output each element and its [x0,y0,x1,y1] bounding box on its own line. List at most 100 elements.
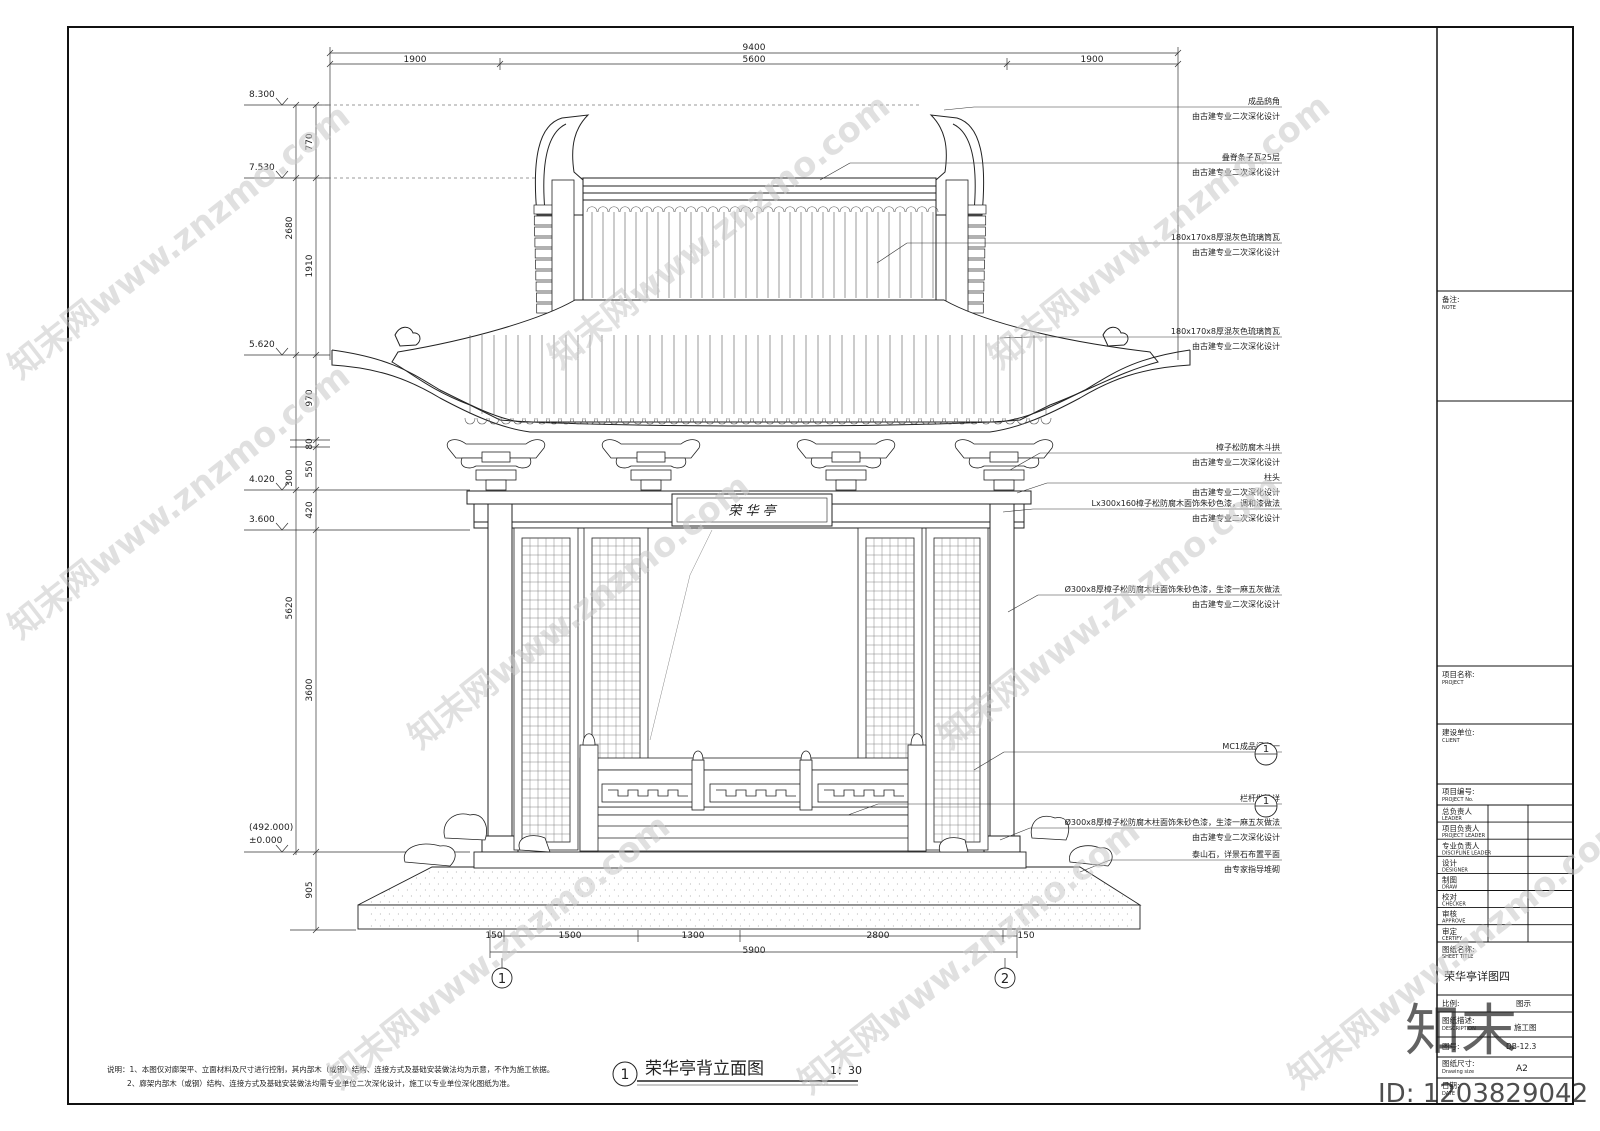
dim-top-mid: 5600 [743,55,766,65]
drawing-title: 荣华亭背立面图 [645,1059,764,1079]
tb-sheet-label: 图纸名称: [1442,944,1475,954]
tb-client-en: CLIENT [1442,738,1461,744]
annotation-subtext: 由古建专业二次深化设计 [1192,599,1280,609]
annotation-subtext: 由古建专业二次深化设计 [1192,247,1280,257]
dim-top-left: 1900 [404,55,427,65]
tb-sheet-title: 荣华亭详图四 [1444,969,1510,983]
annotation-text: Ø300x8厚樟子松防腐木柱面饰朱砂色漆，生漆一麻五灰做法 [1065,584,1280,594]
level-5620: 5.620 [249,340,275,350]
roof [331,114,1191,433]
tb-desc-value: 施工图 [1514,1022,1537,1032]
svg-text:80: 80 [305,438,315,450]
axis-markers: 1 2 [491,967,1016,989]
level-492: (492.000) [249,823,293,833]
dim-b-5900: 5900 [743,946,766,956]
sheet-border [67,26,1574,1105]
tb-role-label: 总负责人 [1442,806,1472,816]
level-7530: 7.530 [249,163,275,173]
tb-number-value: DB-12.3 [1506,1042,1537,1051]
tb-role-en: PROJECT LEADER [1442,833,1486,839]
axis-1: 1 [498,972,506,987]
annotation-subtext: 由古建专业二次深化设计 [1192,487,1280,497]
tb-role-en: APPROVE [1442,919,1465,925]
svg-text:3600: 3600 [305,678,315,701]
tb-role-en: CHECKER [1442,902,1466,908]
tb-role-en: DISCIPLINE LEADER [1442,850,1492,856]
note-2: 2、廊架内部木（或钢）结构、连接方式及基础安装做法均需专业单位二次深化设计，施工… [127,1078,514,1088]
tb-role-en: LEADER [1442,816,1462,822]
annotation-text: 成品鸱角 [1248,96,1280,106]
dim-b-150b: 150 [1017,931,1034,941]
annotation-text: 180x170x8厚混灰色琉璃筒瓦 [1171,232,1280,242]
note-1: 说明：1、本图仅对廊架平、立面材料及尺寸进行控制，其内部木（或钢）结构、连接方式… [107,1064,554,1074]
watermark-logo: 知末 [1405,999,1517,1064]
tb-role-label: 设计 [1442,857,1458,867]
svg-text:770: 770 [305,133,315,150]
annotation-subtext: 由专家指导堆砌 [1224,864,1280,874]
svg-text:300: 300 [285,469,295,486]
bottom-dimensions [489,930,1018,968]
svg-text:905: 905 [305,881,315,898]
dim-b-1500: 1500 [559,931,582,941]
axis-2: 2 [1001,972,1009,987]
annotation-subtext: 由古建专业二次深化设计 [1192,513,1280,523]
dim-b-2800: 2800 [867,931,890,941]
tb-sheet-en: SHEET TITLE [1442,954,1473,960]
plaque-text: 荣 华 亭 [728,504,777,519]
annotation-text: Lx300x160樟子松防腐木面饰朱砂色漆，调和漆做法 [1092,498,1280,508]
annotation-subtext: 由古建专业二次深化设计 [1192,167,1280,177]
annotation-text: 柱头 [1264,472,1280,482]
annotation-text: 樟子松防腐木斗拱 [1216,442,1280,452]
railing [579,733,927,852]
annotation-text: 180x170x8厚混灰色琉璃筒瓦 [1171,326,1280,336]
tb-number-label: 图号: [1442,1042,1460,1051]
tb-project-label: 项目名称: [1442,669,1475,679]
tb-role-label: 审核 [1442,909,1458,919]
level-3600: 3.600 [249,515,275,525]
tb-role-label: 校对 [1442,892,1458,902]
svg-text:2680: 2680 [285,216,295,239]
tb-role-en: CERTIFY [1442,936,1463,942]
tb-scale-label: 比例: [1442,998,1460,1008]
svg-text:420: 420 [305,501,315,518]
level-8300: 8.300 [249,90,275,100]
annotation-subtext: 由古建专业二次深化设计 [1192,832,1280,842]
tb-role-label: 项目负责人 [1442,823,1480,833]
tb-client-label: 建设单位: [1442,727,1475,737]
drawing-title-block: 1 荣华亭背立面图 1：30 [612,1059,862,1087]
level-0: ±0.000 [249,836,283,846]
platform [357,851,1142,930]
tb-size-label: 图纸尺寸: [1442,1058,1475,1068]
watermark-1: 知末网www.znzmo.com [1,96,358,387]
left-dim-texts: 770 1910 970 80 550 420 3600 905 2680 30… [285,133,315,898]
level-4020: 4.020 [249,475,275,485]
dim-b-1300: 1300 [682,931,705,941]
title-block [1437,290,1573,1079]
dim-overall: 9400 [743,43,766,53]
tb-role-label: 制图 [1442,875,1457,885]
top-dimensions [326,47,1182,360]
tb-projno-label: 项目编号: [1442,786,1475,796]
tb-date-label: 日期: [1442,1081,1460,1090]
annotation-subtext: 由古建专业二次深化设计 [1192,341,1280,351]
watermark-3: 知末网www.znzmo.com [981,86,1338,377]
tb-scale-value: 图示 [1516,999,1532,1008]
left-dimensions [244,97,920,934]
name-plaque: 荣 华 亭 [671,493,833,527]
annotation-subtext: 由古建专业二次深化设计 [1192,457,1280,467]
tb-project-en: PROJECT [1442,680,1465,686]
svg-text:970: 970 [305,389,315,406]
drawing-scale: 1：30 [830,1064,862,1077]
tb-role-label: 专业负责人 [1442,840,1480,850]
tb-projno-en: PROJECT No. [1442,797,1474,803]
annotation-text: 叠脊条子瓦25层 [1222,152,1280,162]
dougong-brackets [446,439,1054,491]
callout-1b: 1 [1263,796,1269,807]
title-block-text: 备注: NOTE 项目名称: PROJECT 建设单位: CLIENT 项目编号… [1442,294,1537,1097]
tb-desc-en: DESCRIPTION [1442,1026,1476,1032]
columns [481,503,1021,853]
tb-note-label: 备注: [1442,294,1460,304]
tb-desc-label: 图纸描述: [1442,1015,1475,1025]
